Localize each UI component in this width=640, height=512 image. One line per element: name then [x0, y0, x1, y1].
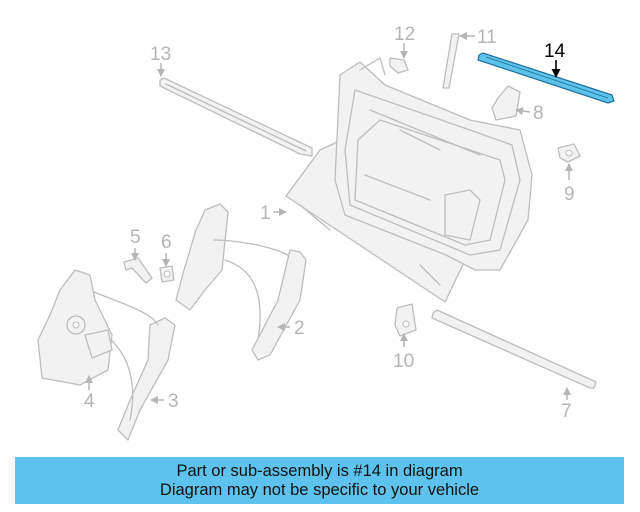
door-panel: [334, 57, 533, 271]
callout-4: 4: [84, 391, 95, 412]
part-5-bracket[interactable]: [123, 257, 153, 284]
part-8-bracket[interactable]: [491, 85, 521, 121]
callout-3: 3: [168, 391, 179, 412]
banner-line-2: Diagram may not be specific to your vehi…: [159, 481, 480, 499]
callout-5: 5: [130, 227, 141, 248]
callout-12: 12: [394, 24, 415, 45]
part-14-strip[interactable]: [477, 52, 615, 104]
part-9-clip[interactable]: [557, 143, 581, 163]
callout-labels: 1 2 3 4 5 6 7 8 9 10 11 12 13 14: [84, 24, 575, 422]
parts-diagram: 1 2 3 4 5 6 7 8 9 10 11 12 13 14: [37, 24, 615, 441]
callout-9: 9: [564, 184, 575, 205]
callout-11: 11: [477, 27, 497, 48]
part-7-rod[interactable]: [431, 309, 597, 389]
part-4-motor[interactable]: [37, 269, 113, 386]
callout-8: 8: [533, 103, 544, 124]
part-12-clip[interactable]: [389, 57, 409, 74]
part-11-pin[interactable]: [442, 33, 460, 89]
part-2-regulator[interactable]: [175, 203, 307, 361]
callout-14: 14: [544, 41, 566, 62]
part-6-grommet[interactable]: [159, 265, 175, 283]
callout-7: 7: [561, 401, 572, 422]
callout-10: 10: [393, 351, 414, 372]
leader-arrows: [85, 32, 573, 404]
banner-line-1: Part or sub-assembly is #14 in diagram: [176, 462, 463, 480]
info-banner: Part or sub-assembly is #14 in diagram D…: [15, 457, 624, 504]
callout-6: 6: [161, 232, 172, 253]
callout-13: 13: [150, 44, 171, 65]
part-10-latch[interactable]: [394, 303, 417, 337]
callout-1: 1: [260, 203, 271, 224]
part-13-rail[interactable]: [159, 77, 313, 157]
callout-2: 2: [294, 318, 305, 339]
